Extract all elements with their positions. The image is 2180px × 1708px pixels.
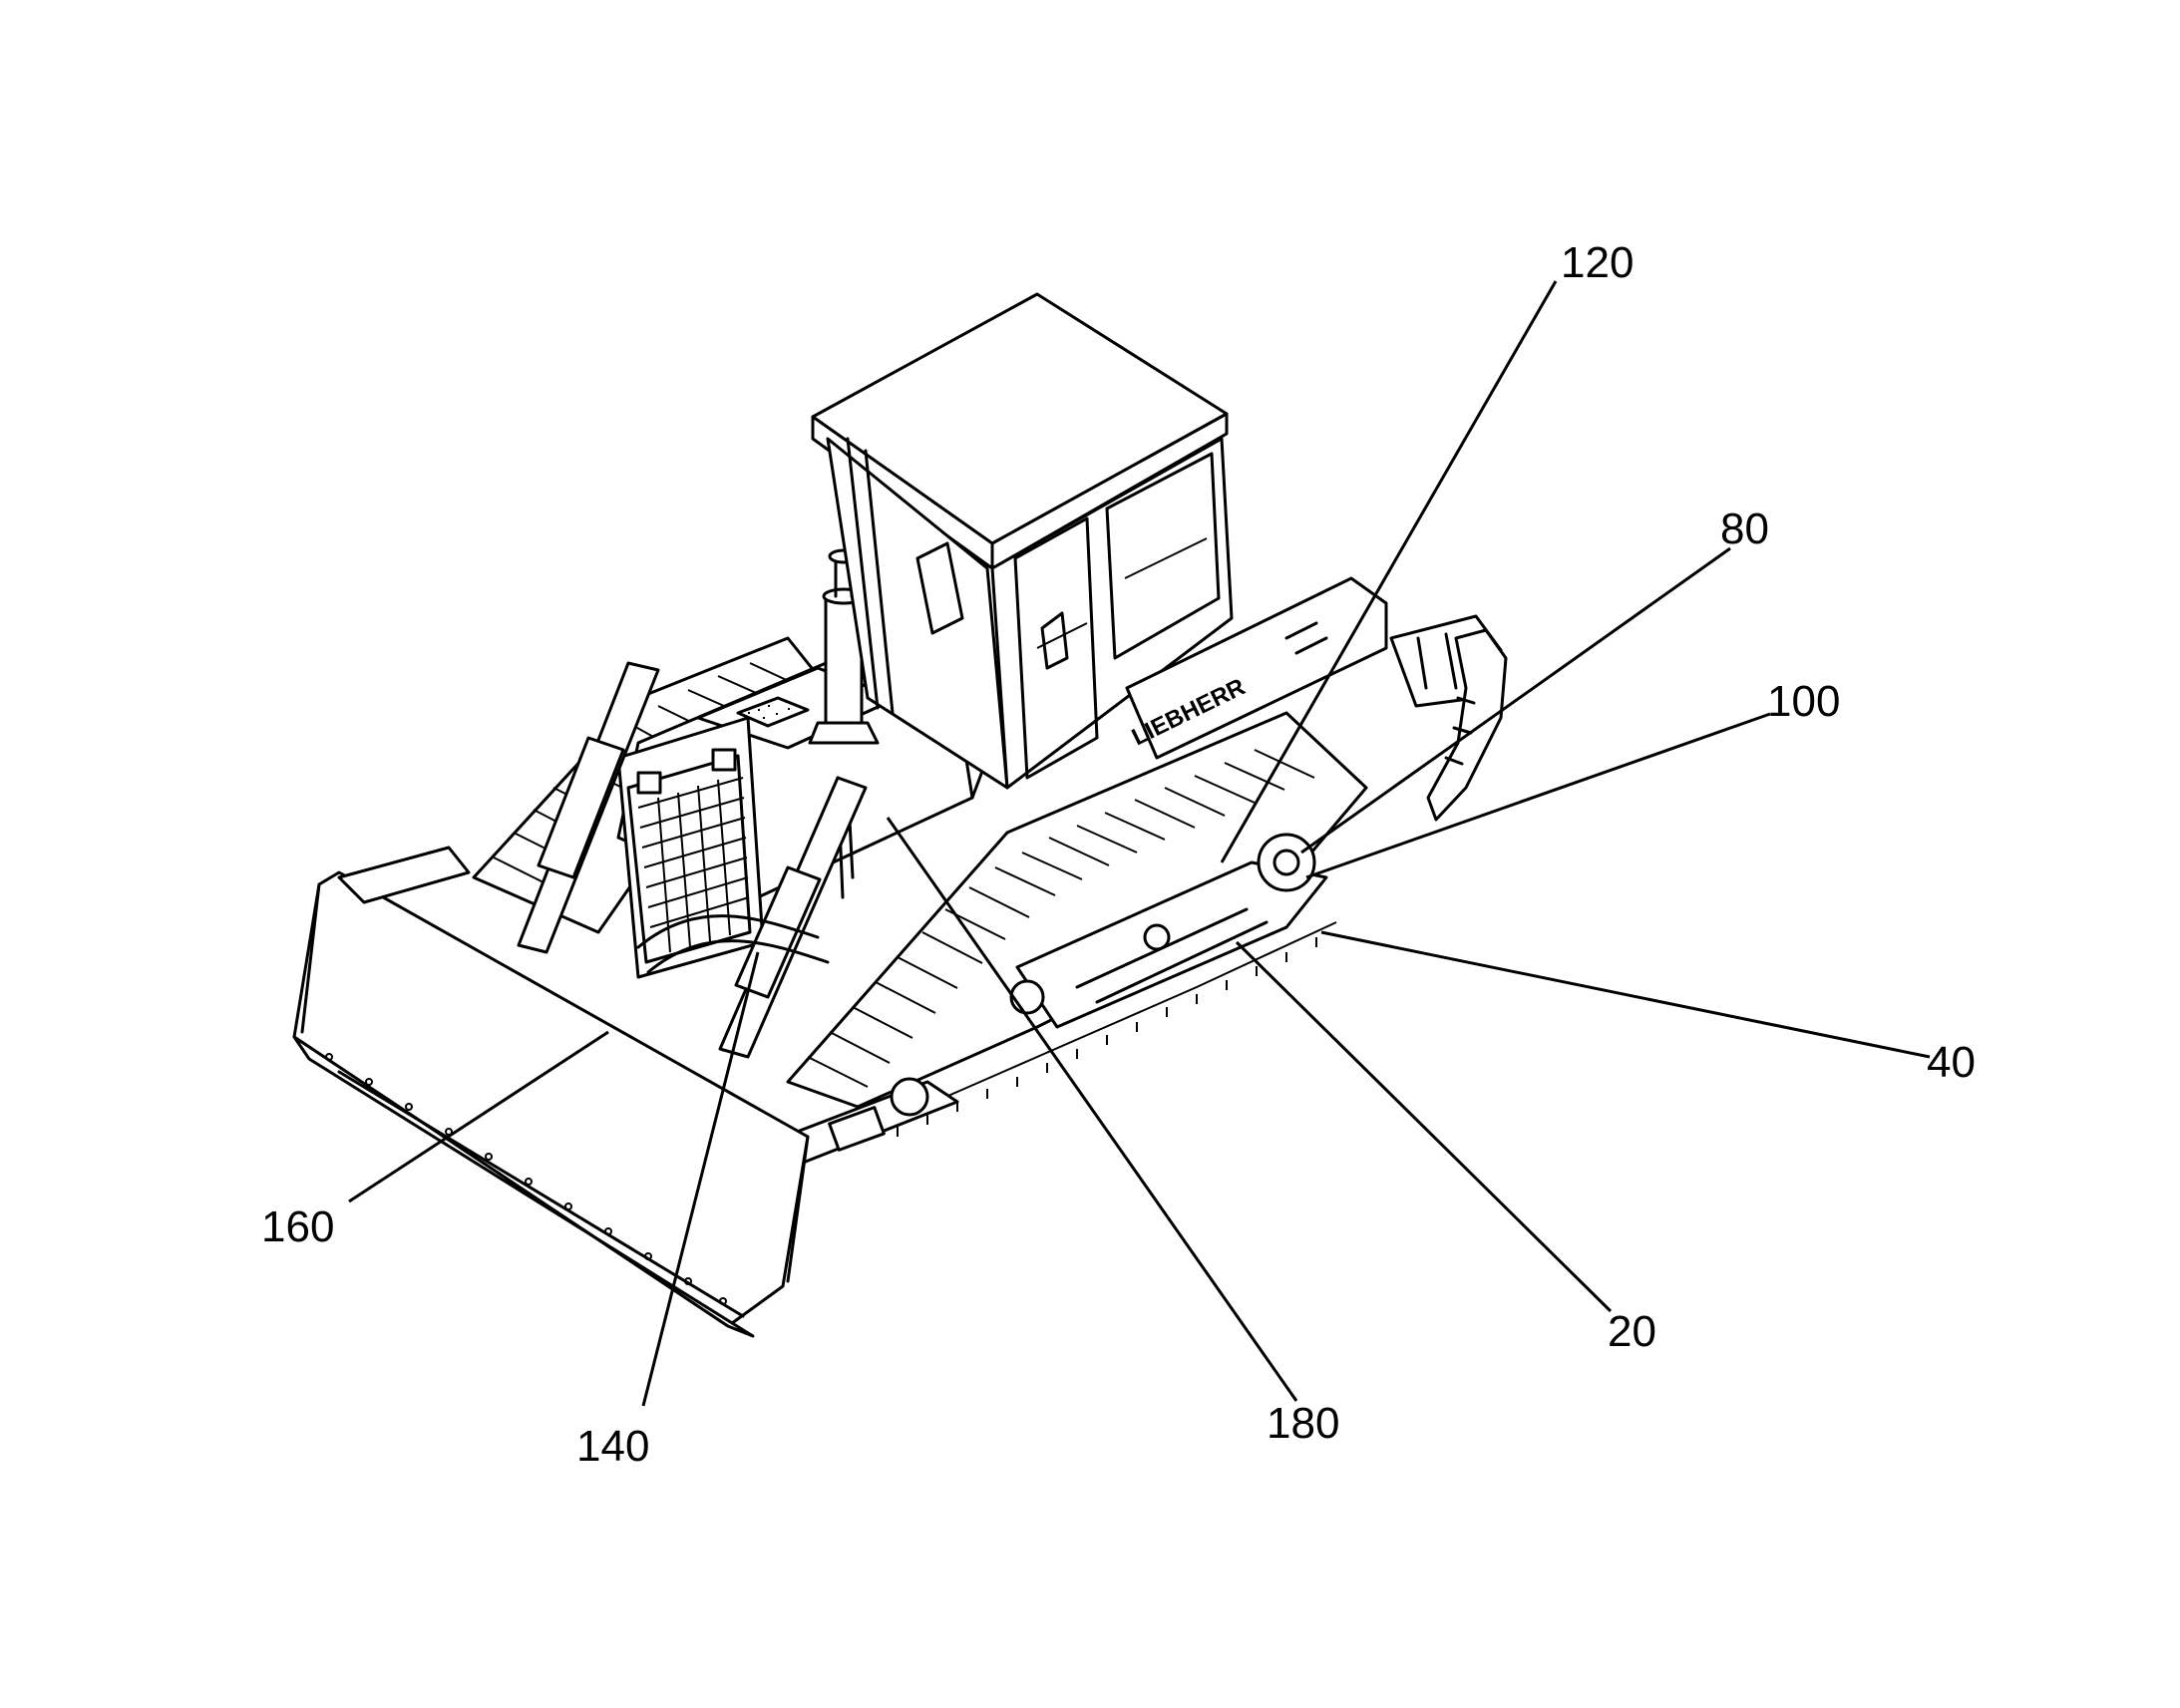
leader-20 [1235, 940, 1613, 1313]
leader-lines [348, 280, 1931, 1407]
label-120: 120 [1561, 238, 1634, 287]
rear-body [1125, 576, 1388, 760]
lift-cylinders [517, 661, 868, 1059]
dozer-blade [292, 846, 810, 1338]
blade-bolts [325, 1053, 727, 1305]
bulldozer-drawing: LIEBHERR [292, 292, 1508, 1338]
leader-160 [348, 1030, 609, 1203]
label-80: 80 [1720, 505, 1769, 553]
leader-80 [1300, 546, 1731, 854]
label-160: 160 [261, 1202, 334, 1251]
label-140: 140 [576, 1422, 649, 1471]
leader-180 [886, 817, 1298, 1402]
radiator-grille [616, 716, 765, 979]
label-20: 20 [1608, 1307, 1656, 1356]
leader-40 [1320, 930, 1931, 1059]
leader-120 [1220, 280, 1558, 863]
label-40: 40 [1927, 1038, 1976, 1087]
label-180: 180 [1267, 1399, 1339, 1448]
leader-140 [641, 951, 760, 1407]
reference-labels: 120 80 100 40 20 180 140 160 [261, 238, 1976, 1471]
leader-100 [1305, 712, 1771, 879]
near-track [786, 711, 1368, 1137]
operator-cab [811, 292, 1234, 790]
label-100: 100 [1767, 677, 1840, 726]
rear-ripper [1389, 614, 1508, 822]
